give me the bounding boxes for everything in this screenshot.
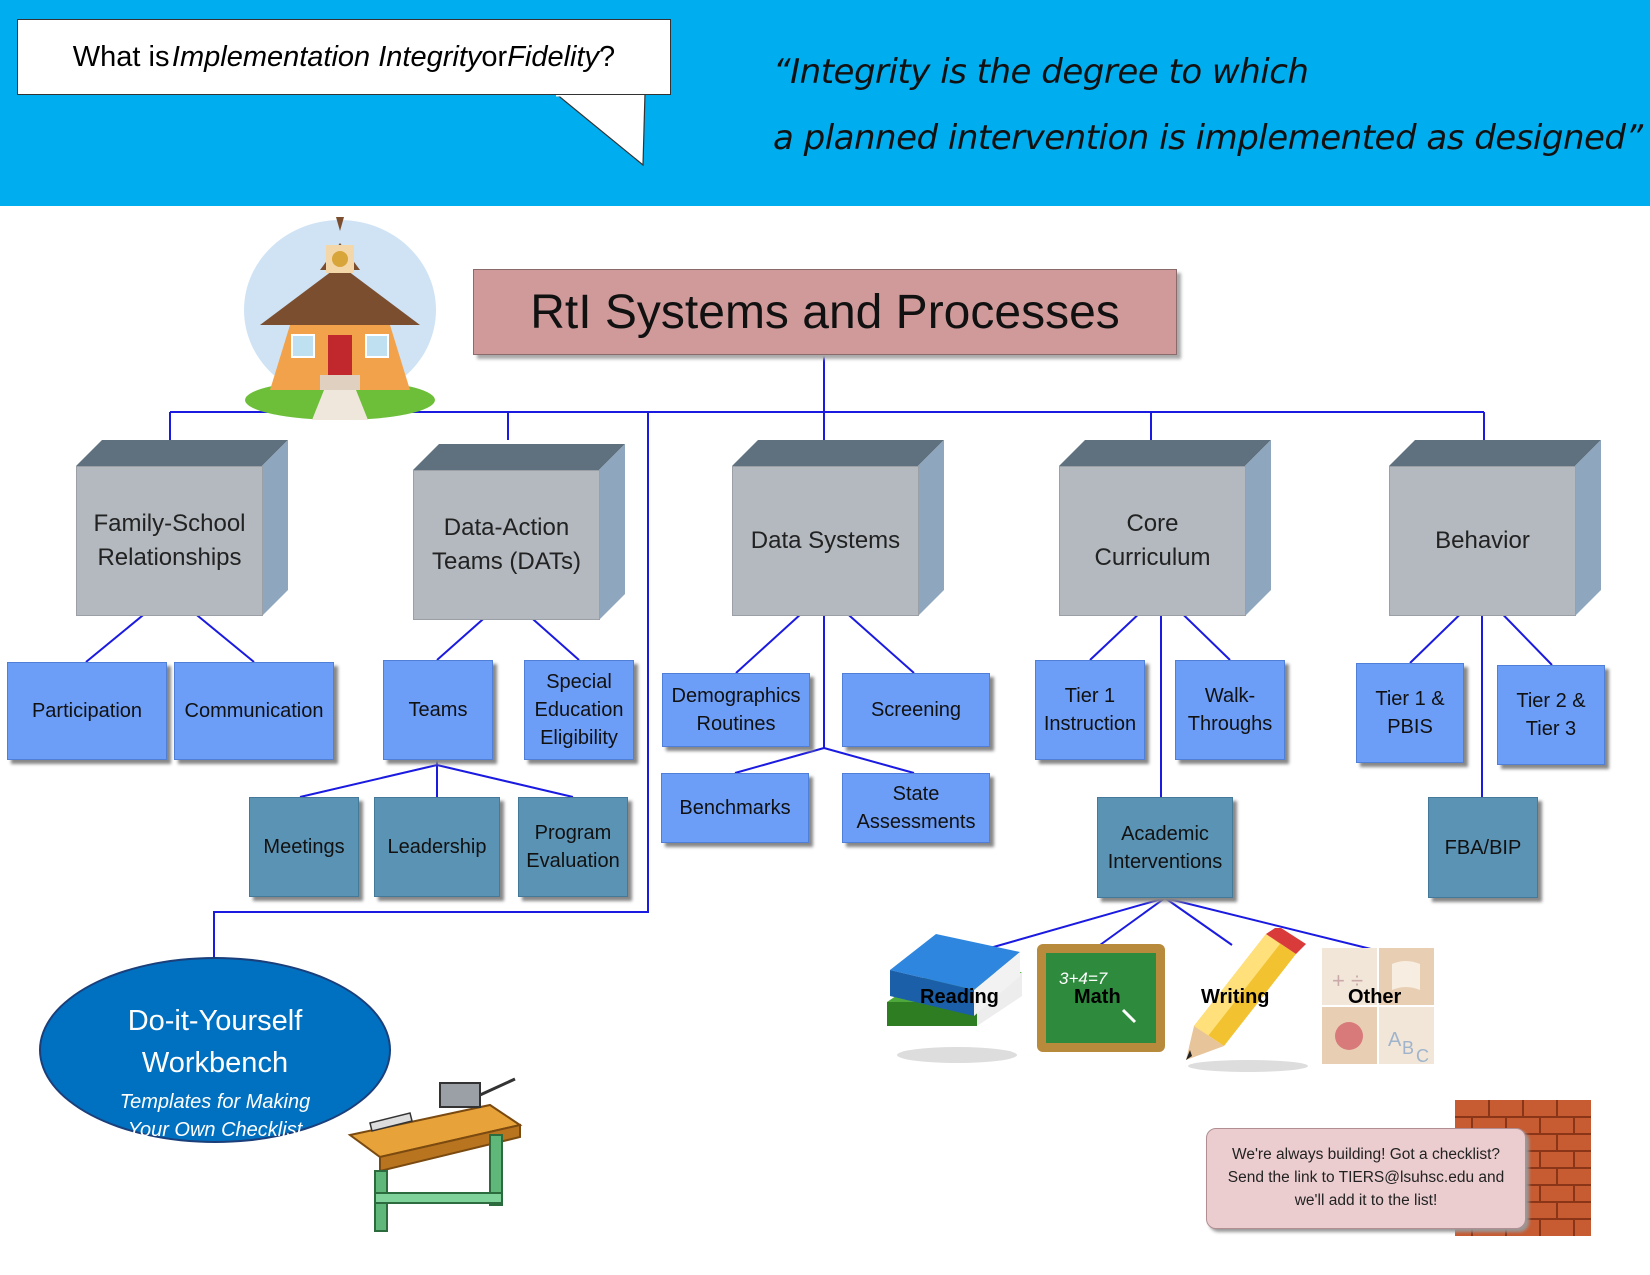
svg-text:B: B (1402, 1038, 1414, 1058)
item-tier1-instruction: Tier 1 Instruction (1035, 660, 1145, 760)
item-teams: Teams (383, 660, 493, 760)
workbench-title-line-2: Workbench (141, 1047, 289, 1079)
item-state-assessments: State Assessments (842, 773, 990, 843)
note-line-2: Send the link to TIERS@lsuhsc.edu and (1227, 1169, 1505, 1186)
question-or: or (481, 40, 508, 73)
category-label: Data Systems (732, 466, 919, 616)
contribute-note (1206, 1128, 1526, 1229)
note-line-3: we'll add it to the list! (1294, 1192, 1438, 1209)
intervention-math: Math (1074, 986, 1121, 1008)
svg-text:C: C (1416, 1046, 1429, 1066)
chalkboard-icon: 3+4=7 (1037, 944, 1165, 1052)
workbench-title: Do-it-Yourself Workbench (39, 1000, 391, 1084)
cube-shape (732, 440, 944, 616)
item-participation: Participation (7, 662, 167, 760)
item-meetings: Meetings (249, 797, 359, 897)
intervention-other: Other (1348, 986, 1402, 1008)
cube-shape (76, 440, 288, 616)
svg-text:A: A (1388, 1029, 1402, 1051)
item-program-evaluation: Program Evaluation (518, 797, 628, 897)
category-label: Data-Action Teams (DATs) (413, 470, 600, 620)
question-term-fidelity: Fidelity (507, 40, 600, 73)
workbench-subtitle-line-2: Your Own Checklist (127, 1119, 303, 1141)
item-communication: Communication (174, 662, 334, 760)
workbench-subtitle-line-1: Templates for Making (119, 1091, 311, 1113)
item-screening: Screening (842, 673, 990, 747)
item-walk-throughs: Walk- Throughs (1175, 660, 1285, 760)
cube-shape (413, 444, 625, 620)
question-term-integrity: Implementation Integrity (171, 40, 482, 73)
category-label: Family-School Relationships (76, 466, 263, 616)
contribute-note-text: We're always building! Got a checklist? … (1206, 1143, 1526, 1212)
workbench-icon (347, 1077, 523, 1232)
svg-text:+ ÷: + ÷ (1332, 968, 1363, 993)
item-fba-bip: FBA/BIP (1428, 797, 1538, 898)
pencil-icon (1186, 928, 1308, 1072)
math-board-text: 3+4=7 (1059, 969, 1108, 988)
item-leadership: Leadership (374, 797, 500, 897)
cube-shape (1389, 440, 1601, 616)
item-special-education-eligibility: Special Education Eligibility (524, 660, 634, 760)
intervention-reading: Reading (920, 986, 999, 1008)
quote-line-1: “Integrity is the degree to which (773, 52, 1309, 92)
category-label: Behavior (1389, 466, 1576, 616)
category-label: Core Curriculum (1059, 466, 1246, 616)
subjects-icon: + ÷ A B C (1322, 948, 1434, 1066)
item-tier1-pbis: Tier 1 & PBIS (1356, 663, 1464, 763)
item-academic-interventions: Academic Interventions (1097, 797, 1233, 898)
item-benchmarks: Benchmarks (661, 773, 809, 843)
question-text: What is Implementation Integrity or Fide… (18, 20, 670, 94)
workbench-oval[interactable] (39, 957, 391, 1143)
question-suffix: ? (599, 40, 616, 73)
question-bubble: What is Implementation Integrity or Fide… (17, 19, 671, 95)
workbench-subtitle: Templates for Making Your Own Checklist (39, 1088, 391, 1144)
books-icon (887, 934, 1022, 1063)
schoolhouse-icon (244, 217, 436, 420)
item-tier2-tier3: Tier 2 & Tier 3 (1497, 665, 1605, 765)
item-demographics-routines: Demographics Routines (662, 673, 810, 747)
intervention-writing: Writing (1201, 986, 1270, 1008)
note-line-1: We're always building! Got a checklist? (1231, 1146, 1501, 1163)
cube-shape (1059, 440, 1271, 616)
diagram-title: RtI Systems and Processes (473, 269, 1177, 355)
question-prefix: What is (72, 40, 170, 73)
quote-line-2: a planned intervention is implemented as… (773, 118, 1643, 158)
workbench-title-line-1: Do-it-Yourself (127, 1005, 303, 1037)
